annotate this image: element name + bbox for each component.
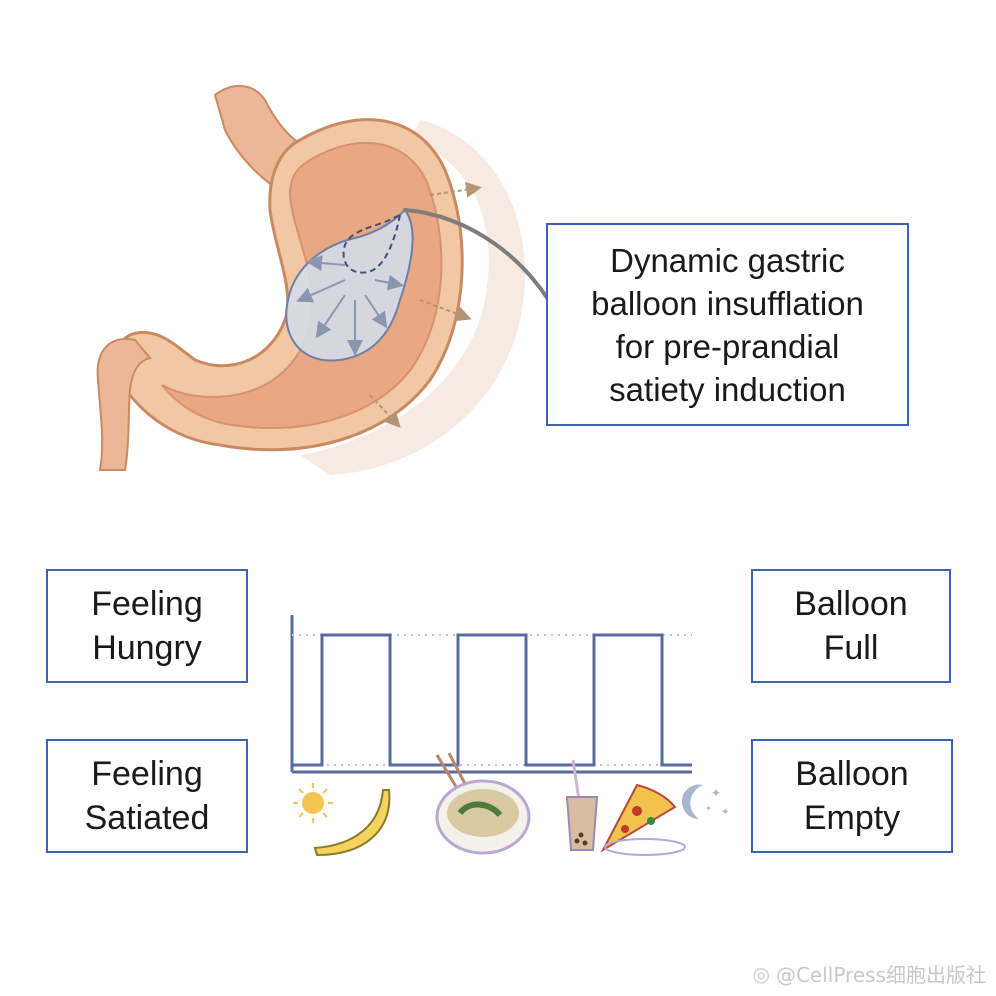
meal-timeline-icons: ✦ ✦ ✦	[293, 752, 729, 857]
stomach-inner-lining	[161, 141, 443, 429]
empty-line-1: Balloon	[795, 755, 909, 793]
pizza-icon	[600, 783, 686, 856]
watermark-text: @CellPress细胞出版社	[775, 963, 986, 987]
callout-line-4: satiety induction	[609, 370, 846, 408]
callout-line-1: Dynamic gastric	[610, 241, 845, 279]
sun-icon	[293, 783, 333, 823]
balloon-deflated-outline	[342, 213, 402, 274]
balloon-full-box: Balloon Full	[751, 569, 951, 683]
hungry-line-1: Feeling	[91, 585, 203, 623]
stomach-illustration	[96, 85, 562, 475]
balloon-cycle-timeline	[290, 615, 692, 774]
balloon-empty-box: Balloon Empty	[751, 739, 953, 853]
balloon-state-wave	[292, 633, 692, 767]
noodle-bowl-icon	[435, 752, 531, 855]
full-line-2: Full	[823, 629, 879, 667]
duodenum	[96, 338, 152, 471]
watermark: ◎ @CellPress细胞出版社	[753, 959, 986, 988]
banana-icon	[313, 789, 391, 857]
balloon-callout-box: Dynamic gastric balloon insufflation for…	[546, 223, 909, 426]
hungry-line-2: Hungry	[92, 629, 202, 667]
callout-line-3: for pre-prandial	[615, 327, 840, 365]
stomach-expansion-arrows	[369, 181, 482, 428]
callout-line-2: balloon insufflation	[591, 284, 864, 322]
satiated-line-2: Satiated	[84, 799, 210, 837]
weibo-icon: ◎	[752, 961, 770, 986]
stomach-expansion-halo	[300, 120, 526, 475]
empty-line-2: Empty	[803, 799, 901, 837]
satiated-line-1: Feeling	[91, 755, 203, 793]
moon-stars-icon: ✦ ✦ ✦	[681, 784, 729, 819]
feeling-hungry-box: Feeling Hungry	[46, 569, 248, 683]
svg-text:✦: ✦	[721, 807, 729, 818]
svg-text:✦: ✦	[705, 804, 712, 813]
balloon-inflation-arrows	[296, 255, 404, 356]
bubble-tea-icon	[565, 759, 599, 851]
feeling-satiated-box: Feeling Satiated	[46, 739, 248, 853]
full-line-1: Balloon	[794, 585, 908, 623]
svg-text:✦: ✦	[711, 786, 721, 800]
